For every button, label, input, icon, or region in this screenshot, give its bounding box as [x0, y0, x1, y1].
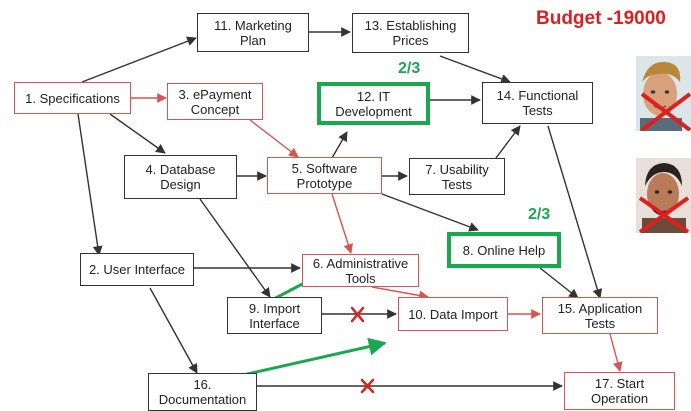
edge-5-12 [331, 131, 348, 159]
task-9-import-interface[interactable]: 9. Import Interface [227, 297, 322, 334]
task-3-epayment-concept[interactable]: 3. ePayment Concept [167, 83, 263, 120]
task-label: 9. Import Interface [248, 300, 301, 331]
task-7-usability-tests[interactable]: 7. Usability Tests [409, 158, 505, 195]
edge-15-17 [609, 333, 623, 372]
person-icon [636, 158, 691, 233]
task-label: 13. Establishing Prices [364, 18, 457, 48]
task-label: 11. Marketing Plan [214, 17, 292, 48]
task-label: 12. IT Development [335, 88, 412, 119]
task-label: 8. Online Help [462, 242, 546, 258]
task-label: 7. Usability Tests [425, 161, 489, 192]
edge-14-15 [547, 125, 603, 299]
task-11-marketing-plan[interactable]: 11. Marketing Plan [197, 13, 309, 52]
budget-label: Budget -19000 [536, 8, 666, 29]
task-label: 6. Administrative Tools [312, 255, 409, 286]
edge-3-5 [249, 119, 299, 158]
task-label: 15. Application Tests [557, 300, 643, 331]
task-10-data-import[interactable]: 10. Data Import [398, 297, 508, 331]
task-15-application-tests[interactable]: 15. Application Tests [542, 297, 658, 334]
task-6-administrative-tools[interactable]: 6. Administrative Tools [302, 254, 419, 287]
task-label: 1. Specifications [25, 90, 120, 106]
task-16-documentation[interactable]: 16. Documentation [148, 373, 257, 411]
edge-1-4 [109, 113, 166, 154]
team-member-photo-2-crossed [636, 158, 691, 233]
edge-4-9 [199, 198, 271, 298]
task-label: 5. Software Prototype [291, 160, 358, 191]
task-label: 14. Functional Tests [496, 88, 579, 118]
task-label: 4. Database Design [145, 162, 216, 192]
task-12-it-development[interactable]: 12. IT Development [317, 82, 430, 125]
task-14-functional-tests[interactable]: 14. Functional Tests [482, 82, 593, 124]
progress-label-task-8: 2/3 [528, 206, 551, 223]
task-13-establishing-prices[interactable]: 13. Establishing Prices [352, 13, 469, 53]
task-label: 10. Data Import [408, 306, 498, 322]
edge-2-16 [149, 287, 198, 374]
edge-13-14 [439, 55, 511, 84]
progress-label-task-12: 2/3 [398, 60, 421, 77]
green-edge-16-10 [233, 337, 387, 379]
task-4-database-design[interactable]: 4. Database Design [124, 155, 237, 199]
task-2-user-interface[interactable]: 2. User Interface [80, 253, 194, 286]
task-17-start-operation[interactable]: 17. Start Operation [564, 372, 675, 410]
team-member-photo-1-crossed [636, 56, 691, 131]
person-icon [636, 56, 691, 131]
task-label: 3. ePayment Concept [178, 86, 252, 117]
edge-5-8 [381, 193, 479, 232]
task-8-online-help[interactable]: 8. Online Help [447, 232, 561, 268]
task-1-specifications[interactable]: 1. Specifications [14, 82, 131, 114]
task-label: 2. User Interface [88, 262, 186, 277]
edge-5-6 [331, 193, 353, 254]
task-label: 16. Documentation [158, 377, 247, 407]
edge-6-10 [371, 286, 429, 301]
edge-1-2 [77, 113, 103, 256]
task-5-software-prototype[interactable]: 5. Software Prototype [267, 157, 382, 194]
edge-8-15 [539, 267, 579, 299]
cross-mark-16-17 [360, 378, 375, 394]
edge-1-11 [81, 36, 197, 83]
cross-mark-9-10 [350, 306, 365, 323]
edge-7-14 [495, 125, 521, 159]
task-label: 17. Start Operation [590, 376, 649, 406]
